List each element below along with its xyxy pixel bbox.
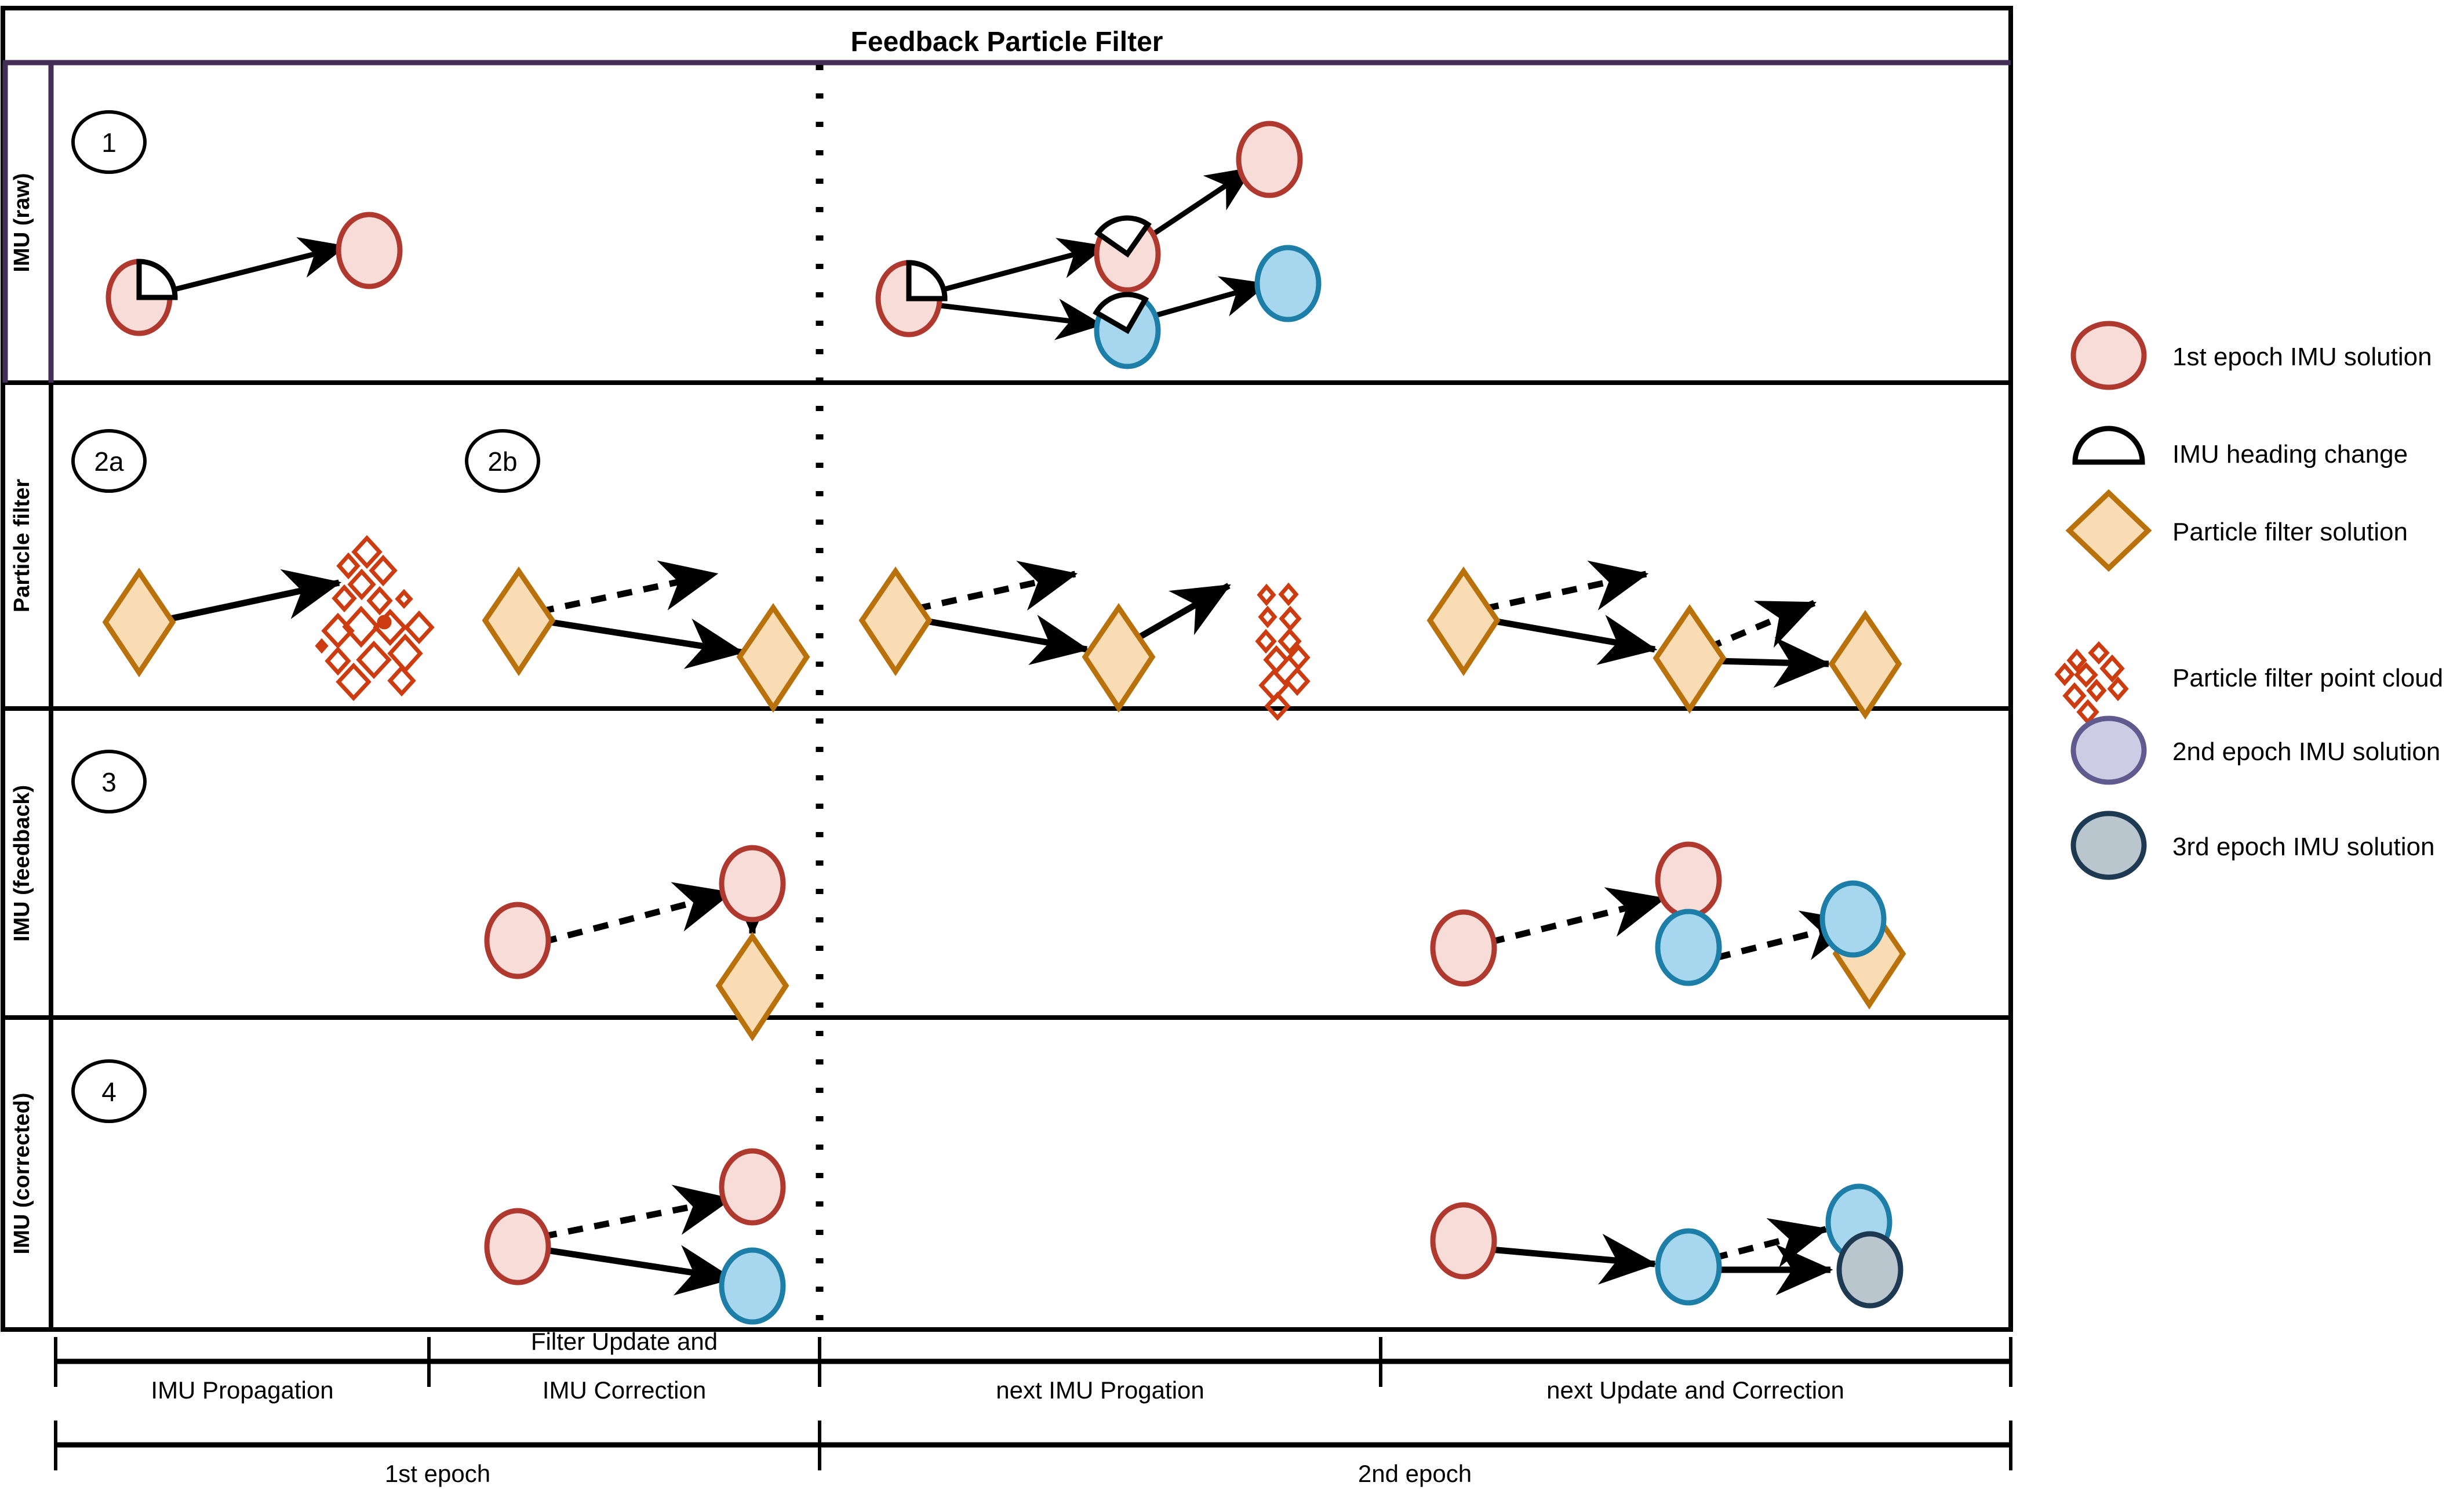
legend-item-imu-1st: 1st epoch IMU solution <box>2070 321 2432 390</box>
imu-circle-1st <box>484 902 551 979</box>
legend-item-pf-point-cloud: Particle filter point cloud <box>2054 641 2443 725</box>
pf-diamond-icon <box>715 932 789 1042</box>
imu-circle-1st <box>1430 1202 1497 1280</box>
legend-label-pf-point-cloud: Particle filter point cloud <box>2172 664 2443 692</box>
pf-point-cloud-icon <box>315 535 435 702</box>
stage-badge-2b: 2b <box>465 429 540 493</box>
epoch-axis: 1st epoch 2nd epoch <box>54 1421 2012 1487</box>
row-label-imu-raw: IMU (raw) <box>10 173 34 273</box>
imu-circle-2nd <box>1655 1228 1722 1306</box>
pf-diamond-icon <box>858 566 933 677</box>
legend-label-heading-change: IMU heading change <box>2172 440 2408 468</box>
pf-diamond-icon <box>482 566 556 677</box>
imu-circle-2nd <box>719 1247 786 1325</box>
legend-item-imu-3rd: 3rd epoch IMU solution <box>2070 811 2434 880</box>
row-label-particle-filter: Particle filter <box>10 479 34 612</box>
imu-circle-2nd <box>1819 880 1887 958</box>
imu-circle-2nd <box>1254 245 1322 322</box>
pf-diamond-icon <box>1082 603 1156 713</box>
pf-diamond-icon <box>102 567 176 678</box>
heading-arc-icon <box>1094 215 1152 258</box>
imu-circle-2nd <box>1655 909 1722 986</box>
row2-epoch2-b-group <box>1426 560 1902 720</box>
pf-diamond-icon <box>1828 610 1902 720</box>
legend-label-imu-1st: 1st epoch IMU solution <box>2172 343 2432 371</box>
row-label-imu-corrected: IMU (corrected) <box>10 1093 34 1255</box>
legend-label-imu-2nd: 2nd epoch IMU solution <box>2172 738 2440 766</box>
pf-point-cloud-icon <box>1255 582 1311 721</box>
stage-badge-3-label: 3 <box>101 767 117 797</box>
stage-badge-1-label: 1 <box>101 128 117 158</box>
row4-epoch2-group <box>1430 1183 1903 1309</box>
imu-circle-1st <box>1655 841 1722 919</box>
phase-axis: IMU Propagation Filter Update and IMU Co… <box>54 1328 2012 1404</box>
stage-badge-4-label: 4 <box>101 1077 117 1107</box>
phase-label-imu-propagation: IMU Propagation <box>151 1376 333 1404</box>
circle-pink-icon <box>2070 321 2147 390</box>
imu-circle-3rd <box>1836 1231 1903 1309</box>
row2-2b-group <box>482 560 810 713</box>
circle-gray-icon <box>2070 811 2147 880</box>
legend-label-imu-3rd: 3rd epoch IMU solution <box>2172 833 2434 861</box>
legend-item-imu-2nd: 2nd epoch IMU solution <box>2070 715 2440 785</box>
row-label-imu-feedback: IMU (feedback) <box>10 785 34 942</box>
stage-badge-2a-label: 2a <box>94 446 124 477</box>
epoch-label-2: 2nd epoch <box>1358 1460 1472 1487</box>
phase-label-filter-update-line2: IMU Correction <box>543 1376 706 1404</box>
diagram-frame <box>1 6 2013 1332</box>
row4-epoch1-group <box>484 1148 786 1325</box>
diagram-title: Feedback Particle Filter <box>851 27 1163 57</box>
row1-epoch1-group <box>105 212 403 336</box>
circle-lavender-icon <box>2070 715 2147 785</box>
stage-badge-1: 1 <box>71 110 147 174</box>
imu-circle-1st <box>336 212 403 289</box>
heading-arc-icon <box>906 260 948 301</box>
legend-label-pf-solution: Particle filter solution <box>2172 518 2408 546</box>
heading-arc-icon <box>136 259 178 300</box>
legend: 1st epoch IMU solution IMU heading chang… <box>2054 321 2443 880</box>
imu-circle-1st <box>719 1148 786 1226</box>
imu-circle-1st <box>719 845 786 922</box>
pf-diamond-icon <box>736 603 810 713</box>
row3-epoch2-group <box>1430 841 1906 1010</box>
stage-badge-2a: 2a <box>71 429 147 493</box>
phase-label-next-update-correction: next Update and Correction <box>1546 1376 1844 1404</box>
pf-diamond-icon <box>1426 566 1501 677</box>
stage-badge-2b-label: 2b <box>487 446 517 477</box>
imu-circle-1st <box>1236 121 1303 198</box>
phase-label-next-imu-propagation: next IMU Progation <box>996 1376 1204 1404</box>
stage-badge-4: 4 <box>71 1059 147 1123</box>
pf-diamond-icon <box>1653 604 1727 714</box>
row3-epoch1-group <box>484 845 789 1042</box>
diamond-orange-icon <box>2065 489 2152 572</box>
row2-2a-group <box>102 535 435 702</box>
legend-item-heading-change: IMU heading change <box>2072 426 2408 468</box>
epoch-label-1: 1st epoch <box>385 1460 490 1487</box>
stage-badge-3: 3 <box>71 750 147 813</box>
heading-arc-icon <box>2072 426 2145 465</box>
heading-arc-icon <box>1093 292 1149 335</box>
phase-label-filter-update-line1: Filter Update and <box>531 1328 718 1355</box>
row2-epoch2-a-group <box>858 561 1311 721</box>
row1-epoch2-group <box>875 121 1322 369</box>
imu-circle-1st <box>1430 909 1497 987</box>
legend-item-pf-solution: Particle filter solution <box>2065 489 2408 572</box>
imu-circle-1st <box>484 1208 551 1285</box>
